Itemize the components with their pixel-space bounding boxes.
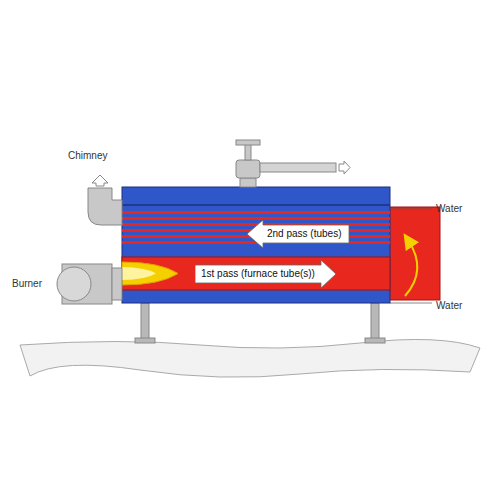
flow-arrow: 1st pass (furnace tube(s)) [195,260,337,288]
support-leg [371,303,379,341]
flow-label: 1st pass (furnace tube(s)) [201,268,337,280]
support-leg [141,303,149,341]
part-label: Water [436,203,462,215]
flame-core [122,267,156,280]
part-label: Water [436,300,462,312]
flow-reversal-arrow [405,240,417,296]
flue-arrow [92,175,108,186]
support-foot [135,338,155,343]
support-foot [365,338,385,343]
steam-arrow [339,161,350,174]
part-label: Burner [12,278,42,290]
burner-fan [57,267,91,301]
flame [122,262,178,285]
flow-arrow: 2nd pass (tubes) [247,220,350,248]
flow-label: 2nd pass (tubes) [267,228,350,240]
part-label: Chimney [68,150,107,162]
reversal-chamber [385,207,440,300]
boiler-shell [122,187,390,303]
steam-pipe [260,163,336,172]
furnace-tube [122,257,390,290]
chimney-pipe [88,188,122,225]
valve-body [240,178,256,187]
ground [20,339,480,377]
